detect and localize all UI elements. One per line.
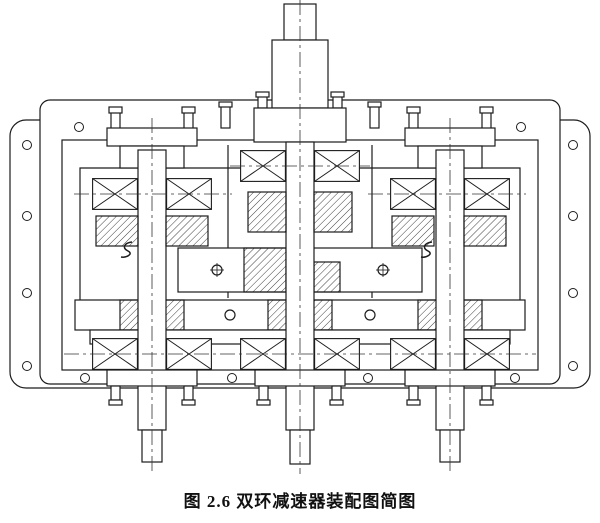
stud-bolt: [256, 385, 344, 406]
stud-bolt: [218, 91, 382, 129]
figure-caption: 图 2.6 双环减速器装配图简图: [183, 492, 417, 511]
gear-section: [391, 215, 435, 247]
retaining-ring-mark: [420, 241, 433, 258]
gear-section: [95, 215, 139, 247]
gear-section: [313, 191, 353, 233]
gear-section: [247, 191, 287, 233]
flange-bolt-holes: [22, 122, 578, 383]
gear-section: [463, 215, 507, 247]
assembly-drawing-area: [9, 0, 591, 474]
gear-section: [165, 215, 209, 247]
retaining-ring-mark: [120, 241, 133, 258]
assembly-drawing: [9, 0, 591, 474]
centerlines: [64, 0, 536, 474]
stud-bolt: [406, 385, 494, 406]
stud-bolt: [406, 106, 494, 131]
stud-bolt: [108, 385, 196, 406]
